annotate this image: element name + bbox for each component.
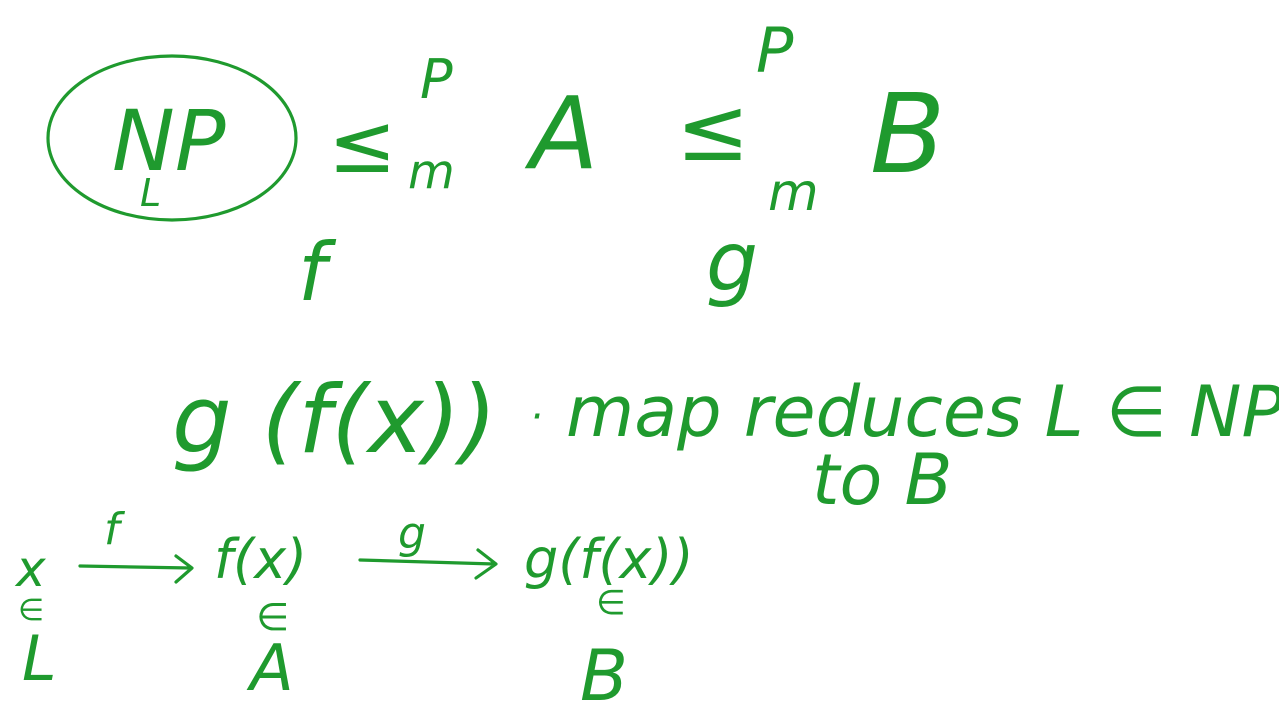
set-b-lower: B — [580, 635, 628, 715]
arrow-f — [78, 554, 194, 584]
np-subscript: L — [140, 171, 161, 215]
leq-subscript-m1: m — [408, 144, 455, 200]
arrow-f-label: f — [104, 504, 126, 555]
bullet-dot: · — [530, 394, 543, 440]
reduction-f: f — [298, 226, 337, 319]
language-l: L — [22, 622, 57, 695]
map-reduces-text: map reduces L ∈ NP — [566, 371, 1279, 453]
leq-superscript-p1: P — [420, 48, 453, 111]
f-of-x: f(x) — [214, 528, 307, 591]
leq-symbol-2: ≤ — [676, 78, 750, 181]
arrow-g — [358, 548, 498, 580]
set-b: B — [870, 70, 945, 198]
leq-symbol-1: ≤ — [328, 97, 397, 192]
in-symbol-3: ∈ — [596, 583, 626, 623]
np-text: NP — [112, 92, 226, 190]
in-symbol-2: ∈ — [256, 595, 289, 639]
set-a-lower: A — [246, 632, 294, 706]
element-x: x — [14, 540, 46, 598]
set-a: A — [524, 75, 598, 192]
arrow-g-label: g — [398, 508, 426, 559]
composition-expression: g (f(x)) — [172, 366, 497, 475]
g-of-f-of-x: g(f(x)) — [524, 528, 694, 591]
to-b-text: to B — [812, 439, 953, 521]
reduction-g: g — [706, 215, 758, 310]
leq-superscript-p2: P — [756, 14, 794, 87]
in-symbol-1: ∈ — [18, 593, 44, 628]
leq-subscript-m2: m — [768, 163, 819, 223]
np-circle — [46, 54, 298, 222]
